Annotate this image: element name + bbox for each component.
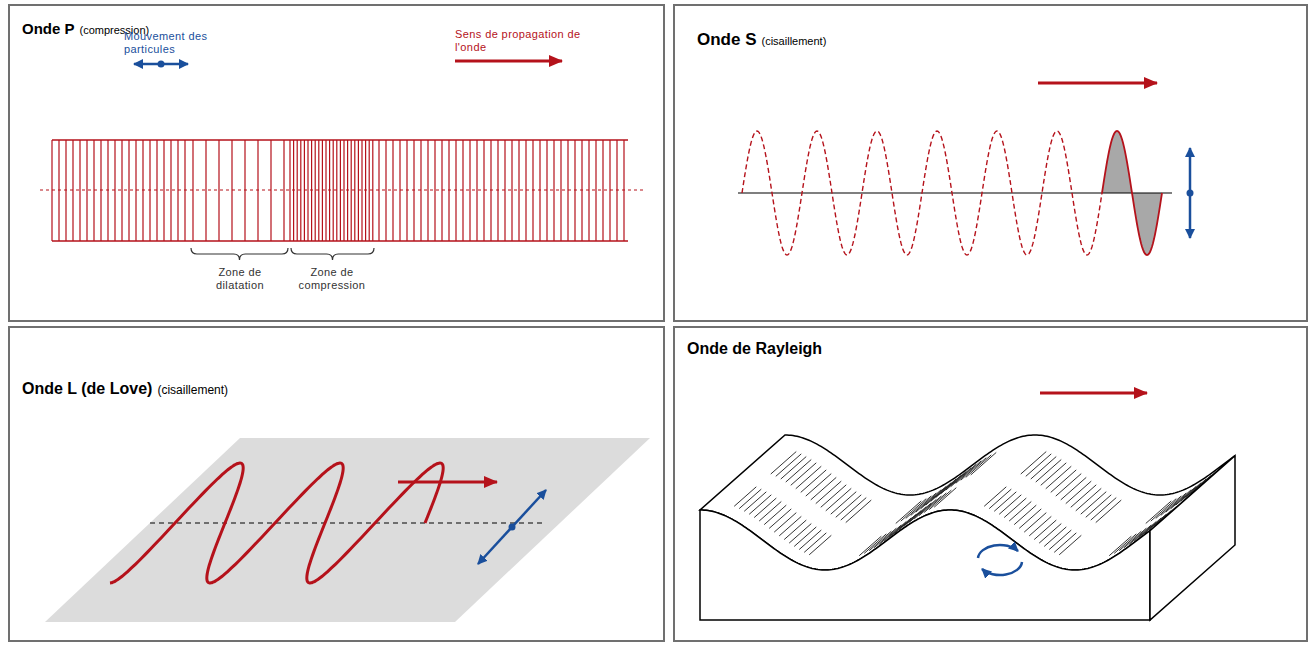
wave-title: Onde P <box>22 20 75 37</box>
wave-title: Onde S <box>697 30 757 49</box>
wave-subtitle: (cisaillement) <box>762 35 827 47</box>
ground-plane <box>45 438 650 622</box>
medium-edge <box>52 139 628 140</box>
propagation-arrow <box>398 481 497 484</box>
rotation-arrow <box>982 562 1022 575</box>
panel-heading: Onde de Rayleigh <box>687 340 822 358</box>
wave-title: Onde de Rayleigh <box>687 340 822 357</box>
propagation-arrow <box>455 60 562 63</box>
particle-dot <box>1187 190 1194 197</box>
block-front-face <box>700 510 1150 620</box>
wave-subtitle: (cisaillement) <box>157 383 228 397</box>
particle-dot <box>158 61 165 68</box>
rayleigh-wave-figure <box>700 393 1235 620</box>
zone-bracket <box>291 248 374 260</box>
particle-motion-arrow <box>478 490 546 564</box>
medium-edge <box>52 240 628 241</box>
p-wave-figure <box>40 61 645 261</box>
propagation-arrow <box>1040 392 1147 395</box>
dashed-wave <box>742 131 1102 255</box>
center-line <box>150 523 545 524</box>
wave-panel: Onde de Rayleigh <box>673 326 1308 642</box>
block-side-face <box>1150 456 1235 620</box>
zone-label: Zone de dilatation <box>200 266 280 292</box>
wave-title: Onde L (de Love) <box>22 380 152 397</box>
arrow-label: Mouvement des particules <box>124 30 224 56</box>
particle-dot <box>509 524 516 531</box>
wave-panel: Onde L (de Love) (cisaillement) <box>8 326 665 642</box>
propagation-arrow <box>1038 82 1157 85</box>
rotation-arrow <box>978 545 1018 558</box>
wave-panel: Onde S (cisaillement) <box>673 4 1308 322</box>
love-wave-curve <box>110 463 443 583</box>
particle-lines <box>52 140 624 241</box>
solid-wave <box>1102 131 1162 255</box>
s-wave-figure <box>738 83 1194 255</box>
love-wave-figure <box>45 438 650 622</box>
panel-heading: Onde S (cisaillement) <box>697 30 826 50</box>
axis-line <box>738 192 1172 193</box>
zone-label: Zone de compression <box>287 266 377 292</box>
arrow-label: Sens de propagation de l'onde <box>455 28 585 54</box>
zone-bracket <box>191 248 288 260</box>
panel-heading: Onde L (de Love) (cisaillement) <box>22 380 228 398</box>
